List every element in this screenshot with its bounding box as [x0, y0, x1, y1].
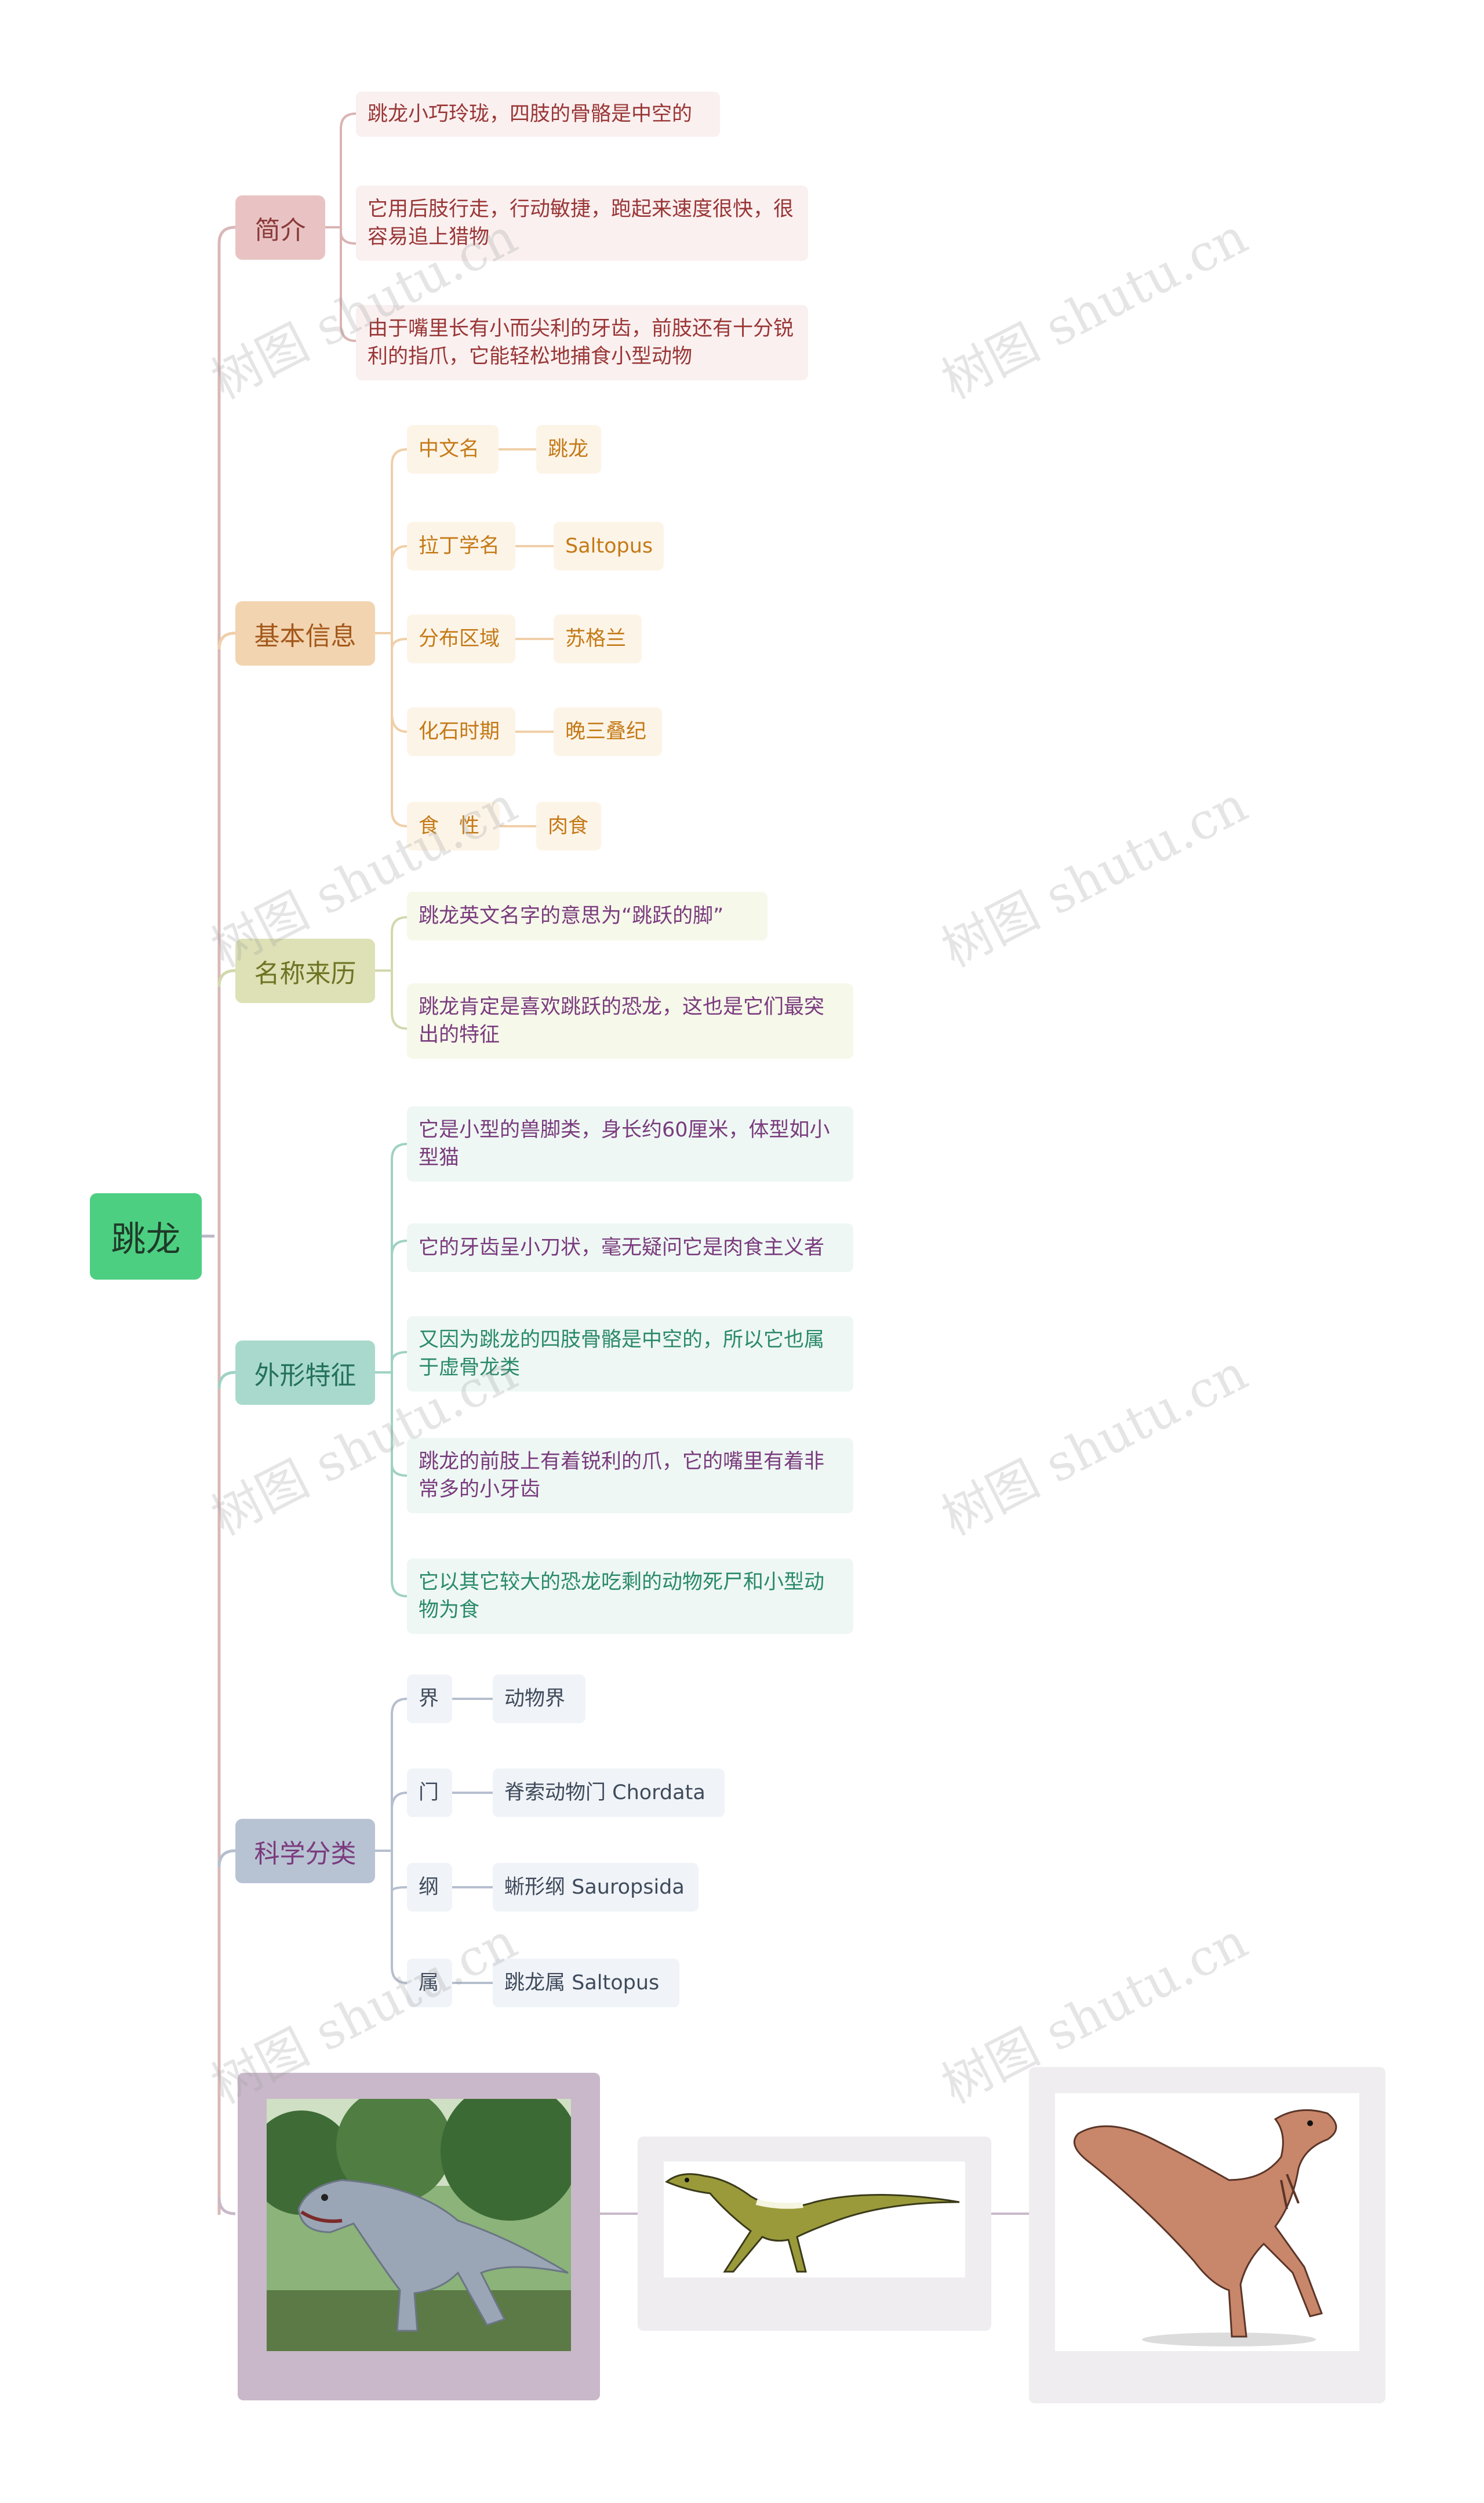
root-node[interactable]: 跳龙: [90, 1193, 202, 1280]
basic-key[interactable]: 分布区域: [407, 615, 515, 663]
appearance-item[interactable]: 跳龙的前肢上有着锐利的爪，它的嘴里有着非常多的小牙齿: [407, 1438, 853, 1513]
appearance-item[interactable]: 它以其它较大的恐龙吃剩的动物死尸和小型动物为食: [407, 1559, 853, 1634]
image-node-illustration-2[interactable]: [1029, 2067, 1385, 2403]
basic-value[interactable]: 跳龙: [536, 425, 601, 474]
branch-basic-info[interactable]: 基本信息: [235, 601, 375, 666]
taxonomy-rank[interactable]: 门: [407, 1768, 452, 1817]
branch-appearance[interactable]: 外形特征: [235, 1340, 375, 1405]
dinosaur-statue-photo-icon: [267, 2099, 571, 2351]
image-node-photo[interactable]: [238, 2073, 600, 2400]
naming-item[interactable]: 跳龙英文名字的意思为“跳跃的脚”: [407, 892, 768, 940]
appearance-item[interactable]: 它的牙齿呈小刀状，毫无疑问它是肉食主义者: [407, 1223, 853, 1272]
basic-key[interactable]: 中文名: [407, 425, 499, 474]
taxonomy-rank[interactable]: 界: [407, 1674, 452, 1723]
appearance-item[interactable]: 它是小型的兽脚类，身长约60厘米，体型如小型猫: [407, 1106, 853, 1182]
basic-value[interactable]: 晚三叠纪: [554, 707, 662, 756]
raptor-illustration-icon: [1055, 2093, 1359, 2351]
saltopus-illustration-icon: [664, 2161, 965, 2277]
naming-item[interactable]: 跳龙肯定是喜欢跳跃的恐龙，这也是它们最突出的特征: [407, 983, 853, 1059]
image-node-illustration[interactable]: [638, 2137, 991, 2331]
branch-taxonomy[interactable]: 科学分类: [235, 1819, 375, 1883]
basic-key[interactable]: 拉丁学名: [407, 522, 515, 571]
taxonomy-value[interactable]: 动物界: [493, 1674, 585, 1723]
basic-key[interactable]: 化石时期: [407, 707, 515, 756]
intro-item[interactable]: 由于嘴里长有小而尖利的牙齿，前肢还有十分锐利的指爪，它能轻松地捕食小型动物: [356, 305, 808, 380]
basic-value[interactable]: 苏格兰: [554, 615, 642, 663]
taxonomy-value[interactable]: 蜥形纲 Sauropsida: [493, 1863, 699, 1912]
branch-intro[interactable]: 简介: [235, 195, 325, 260]
taxonomy-value[interactable]: 脊索动物门 Chordata: [493, 1768, 725, 1817]
basic-value[interactable]: Saltopus: [554, 522, 664, 571]
basic-value[interactable]: 肉食: [536, 802, 601, 851]
taxonomy-rank[interactable]: 纲: [407, 1863, 452, 1912]
intro-item[interactable]: 跳龙小巧玲珑，四肢的骨骼是中空的: [356, 92, 720, 137]
